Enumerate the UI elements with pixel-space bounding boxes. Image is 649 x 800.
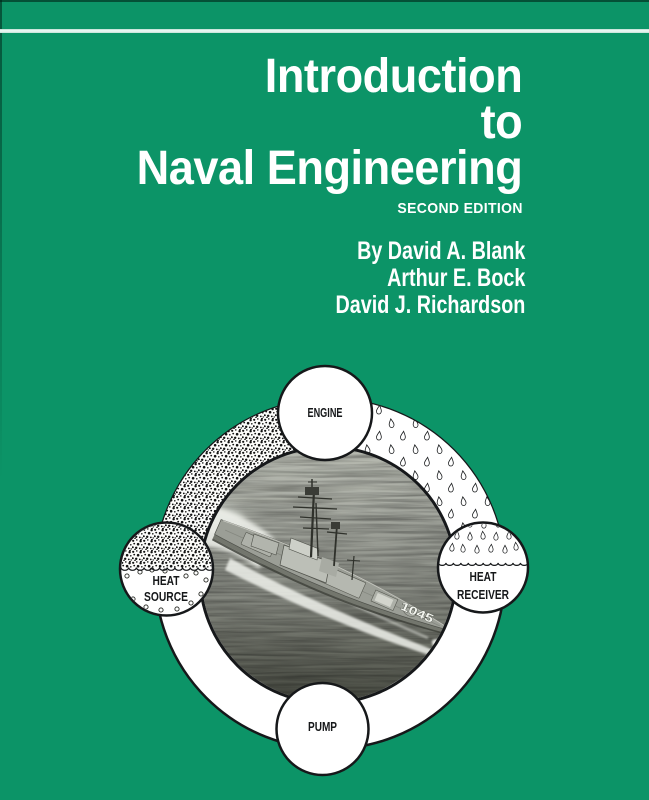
heat-source-node: HEAT SOURCE (118, 521, 215, 617)
engine-node: ENGINE (276, 364, 374, 462)
title-line: Introduction (264, 50, 522, 103)
heat-source-label-1: HEAT (153, 574, 180, 588)
stipple-texture-sector (155, 399, 330, 575)
edition-label: SECOND EDITION (397, 200, 523, 217)
book-title: Introduction to Naval Engineering (136, 50, 522, 195)
horizontal-rule (0, 29, 649, 33)
heat-receiver-label-2: RECEIVER (457, 588, 509, 602)
author-list: By David A. Blank Arthur E. Bock David J… (335, 238, 525, 319)
heat-source-label-2: SOURCE (144, 590, 188, 604)
author-line: By David A. Blank (356, 237, 525, 265)
author-line: Arthur E. Bock (386, 264, 525, 292)
top-scan-edge (0, 0, 649, 2)
pump-label: PUMP (308, 720, 337, 734)
author-line: David J. Richardson (335, 291, 525, 319)
title-line: to (480, 96, 522, 149)
ship-mast (292, 479, 361, 581)
heat-receiver-wavy-line (437, 562, 529, 566)
heat-receiver-label-1: HEAT (470, 570, 497, 584)
title-line: Naval Engineering (136, 142, 522, 195)
pump-node: PUMP (275, 681, 370, 777)
heat-source-wavy-line (120, 567, 214, 571)
engine-label: ENGINE (308, 406, 343, 420)
ship-photo: 1045 (201, 448, 455, 702)
heat-receiver-node: HEAT RECEIVER (436, 521, 530, 614)
left-scan-edge (0, 0, 2, 480)
